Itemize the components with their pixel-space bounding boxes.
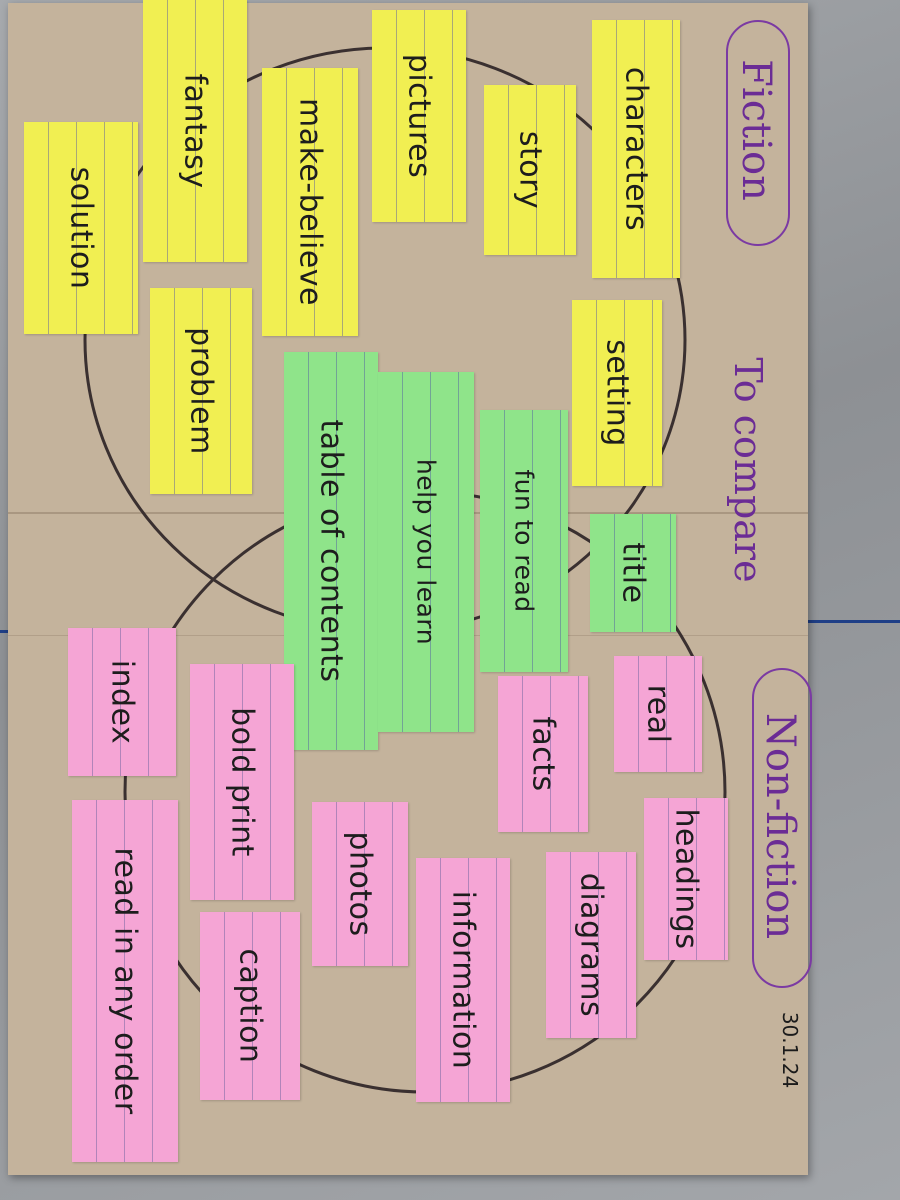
nonfiction-card-photos: photos [312,802,408,966]
shared-card-title: title [590,514,676,632]
fiction-card-pictures: pictures [372,10,466,222]
floor-tile-seam-left [0,630,10,633]
nonfiction-card-information: information [416,858,510,1102]
nonfiction-card-diagrams: diagrams [546,852,636,1038]
nonfiction-card-headings: headings [644,798,728,960]
fiction-word: fantasy [177,73,213,189]
fiction-word: solution [63,166,99,290]
fiction-card-problem: problem [150,288,252,494]
shared-word: help you learn [411,458,441,646]
nonfiction-heading: Non-fiction [757,712,803,940]
floor-tile-seam [808,620,900,623]
shared-card-table-of-contents: table of contents [284,352,378,750]
nonfiction-word: information [445,890,481,1070]
fiction-word: setting [599,339,635,447]
nonfiction-card-bold-print: bold print [190,664,294,900]
fiction-card-story: story [484,85,576,255]
nonfiction-word: facts [525,716,561,792]
nonfiction-card-caption: caption [200,912,300,1100]
fiction-card-solution: solution [24,122,138,334]
shared-word: title [615,542,651,604]
fiction-heading: Fiction [733,59,779,201]
fiction-word: make-believe [292,97,328,307]
shared-word: table of contents [313,419,349,683]
fiction-word: story [512,130,548,210]
nonfiction-word: index [104,659,140,745]
shared-card-fun-to-read: fun to read [480,410,568,672]
nonfiction-word: photos [342,831,378,937]
fiction-word: characters [618,66,654,232]
nonfiction-card-real: real [614,656,702,772]
to-compare-heading: To compare [726,357,770,583]
fiction-card-make-believe: make-believe [262,68,358,336]
fiction-card-setting: setting [572,300,662,486]
nonfiction-heading-cloud [752,668,812,988]
fiction-word: problem [183,327,219,455]
fiction-heading-cloud [726,20,790,246]
shared-card-help-you-learn: help you learn [378,372,474,732]
nonfiction-word: bold print [224,707,260,857]
fiction-card-fantasy: fantasy [143,0,247,262]
nonfiction-word: diagrams [573,872,609,1018]
fiction-card-characters: characters [592,20,680,278]
nonfiction-card-read-in-any-order: read in any order [72,800,178,1162]
date-label: 30.1.24 [778,1011,802,1089]
nonfiction-word: real [640,684,676,744]
shared-word: fun to read [509,469,539,613]
nonfiction-word: read in any order [107,847,143,1115]
nonfiction-card-index: index [68,628,176,776]
fiction-word: pictures [401,53,437,179]
nonfiction-word: headings [668,808,704,950]
nonfiction-card-facts: facts [498,676,588,832]
nonfiction-word: caption [232,948,268,1064]
